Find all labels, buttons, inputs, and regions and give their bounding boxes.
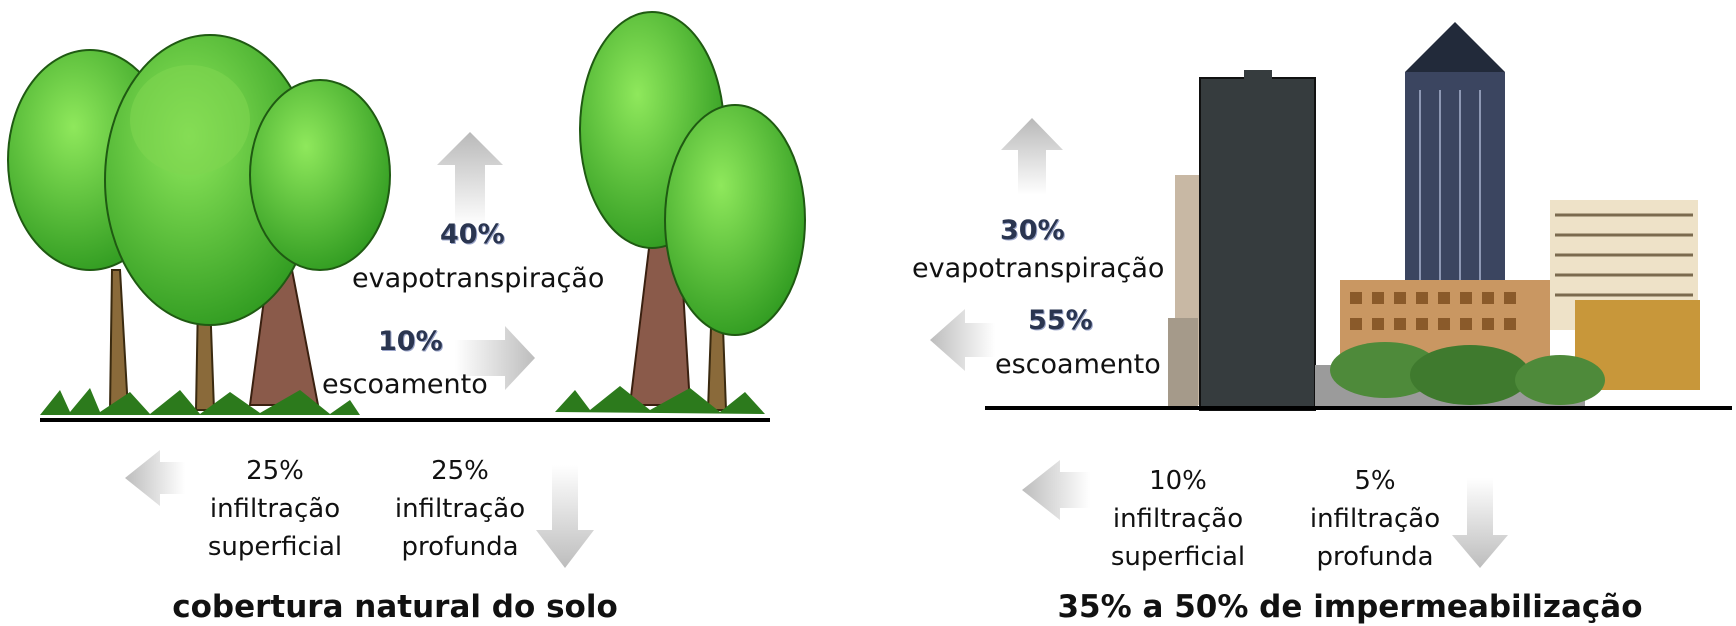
bush-icon bbox=[1330, 342, 1440, 398]
urban-shallow-line2: superficial bbox=[1110, 542, 1246, 572]
urban-evapo-label: evapotranspiração bbox=[912, 253, 1165, 284]
urban-deep-line1: infiltração bbox=[1309, 504, 1441, 534]
natural-runoff-label: escoamento bbox=[322, 369, 488, 400]
urban-caption: 35% a 50% de impermeabilização bbox=[1057, 589, 1643, 625]
city-skyline bbox=[1168, 22, 1700, 411]
tree-icon bbox=[664, 104, 806, 336]
tree-cluster-left bbox=[7, 34, 391, 415]
arrow-right-icon bbox=[455, 326, 535, 390]
tree-icon bbox=[249, 79, 391, 271]
natural-evapo-pct: 40% bbox=[440, 219, 505, 250]
natural-runoff-pct: 10% bbox=[378, 326, 443, 357]
arrow-up-icon bbox=[1001, 118, 1063, 195]
urban-shallow-infiltration: 10% infiltração superficial bbox=[1108, 462, 1248, 576]
arrow-left-icon bbox=[930, 309, 995, 371]
tree-right bbox=[555, 11, 806, 414]
arrow-up-icon bbox=[437, 132, 503, 226]
natural-deep-line1: infiltração bbox=[394, 494, 526, 524]
urban-deep-line2: profunda bbox=[1316, 542, 1434, 572]
arrow-down-icon bbox=[1452, 478, 1508, 568]
urban-deep-infiltration: 5% infiltração profunda bbox=[1305, 462, 1445, 576]
urban-deep-pct: 5% bbox=[1354, 466, 1396, 496]
skyscraper-icon bbox=[1199, 77, 1316, 411]
bush-icon bbox=[1515, 355, 1605, 405]
natural-deep-infiltration: 25% infiltração profunda bbox=[390, 452, 530, 566]
urban-shallow-line1: infiltração bbox=[1112, 504, 1244, 534]
urban-runoff-label: escoamento bbox=[995, 349, 1161, 380]
natural-shallow-line1: infiltração bbox=[209, 494, 341, 524]
arrow-down-icon bbox=[536, 465, 594, 568]
urban-runoff-pct: 55% bbox=[1028, 305, 1093, 336]
arrow-left-icon bbox=[125, 450, 185, 506]
urban-shallow-pct: 10% bbox=[1149, 466, 1207, 496]
natural-deep-line2: profunda bbox=[401, 532, 519, 562]
bush-icon bbox=[1410, 345, 1530, 405]
tree-trunk-icon bbox=[108, 269, 130, 411]
natural-evapo-label: evapotranspiração bbox=[352, 263, 605, 294]
natural-deep-pct: 25% bbox=[431, 456, 489, 486]
arrow-left-icon bbox=[1022, 460, 1090, 520]
urban-evapo-pct: 30% bbox=[1000, 215, 1065, 246]
natural-shallow-pct: 25% bbox=[246, 456, 304, 486]
building-icon bbox=[1168, 318, 1198, 408]
natural-shallow-line2: superficial bbox=[207, 532, 343, 562]
natural-shallow-infiltration: 25% infiltração superficial bbox=[205, 452, 345, 566]
natural-caption: cobertura natural do solo bbox=[172, 589, 618, 625]
